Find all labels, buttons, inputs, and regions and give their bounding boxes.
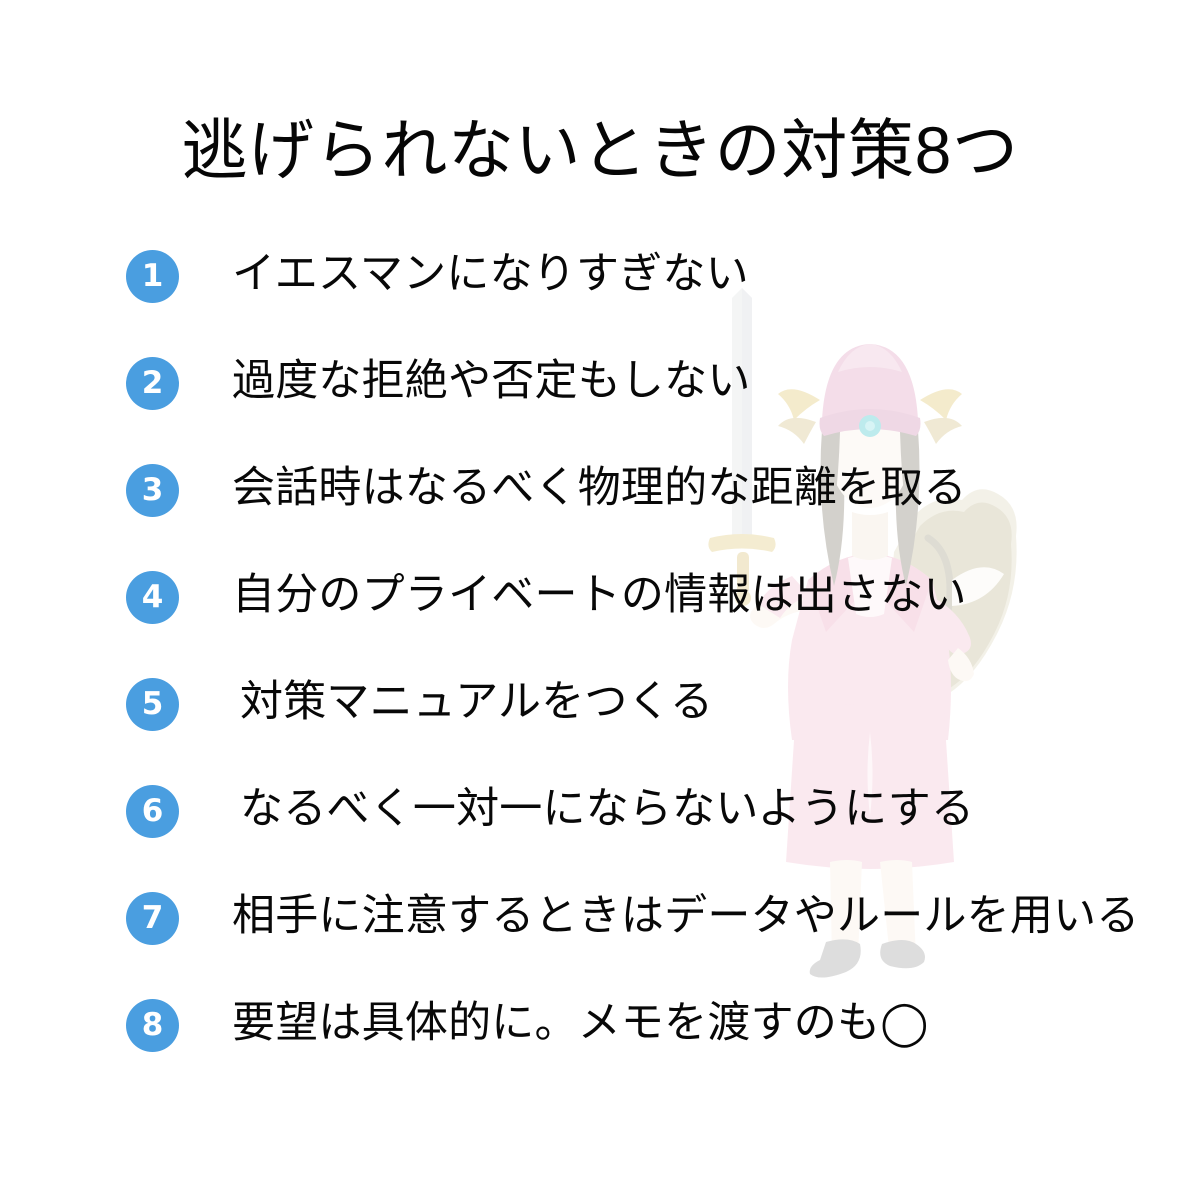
list-item-number-badge: 1 — [126, 250, 179, 303]
list-item-label: 相手に注意するときはデータやルールを用いる — [232, 892, 1140, 940]
list-item-label: 自分のプライベートの情報は出さない — [232, 571, 967, 619]
list-item-label: 要望は具体的に。メモを渡すのも◯ — [232, 999, 929, 1047]
list-item-number-badge: 2 — [126, 357, 179, 410]
list-item: 1 イエスマンになりすぎない — [0, 244, 1200, 351]
list-item: 2 過度な拒絶や否定もしない — [0, 351, 1200, 458]
list-item-number-badge: 6 — [126, 785, 179, 838]
list-item: 8 要望は具体的に。メモを渡すのも◯ — [0, 993, 1200, 1100]
list-item-number-badge: 8 — [126, 999, 179, 1052]
list-item: 7 相手に注意するときはデータやルールを用いる — [0, 886, 1200, 993]
list-item-number-badge: 7 — [126, 892, 179, 945]
list-item: 6 なるべく一対一にならないようにする — [0, 779, 1200, 886]
list-item-number-badge: 4 — [126, 571, 179, 624]
list-item-label: なるべく一対一にならないようにする — [240, 785, 975, 833]
page-title: 逃げられないときの対策8つ — [181, 113, 1019, 188]
list-item: 4 自分のプライベートの情報は出さない — [0, 565, 1200, 672]
list-item-label: 会話時はなるべく物理的な距離を取る — [232, 464, 967, 512]
list-item-label: イエスマンになりすぎない — [232, 250, 749, 298]
measures-list: 1 イエスマンになりすぎない 2 過度な拒絶や否定もしない 3 会話時はなるべく… — [0, 244, 1200, 1100]
list-item: 3 会話時はなるべく物理的な距離を取る — [0, 458, 1200, 565]
list-item-label: 対策マニュアルをつくる — [240, 678, 714, 726]
list-item: 5 対策マニュアルをつくる — [0, 672, 1200, 779]
list-item-label: 過度な拒絶や否定もしない — [232, 357, 751, 405]
list-item-number-badge: 3 — [126, 464, 179, 517]
list-item-number-badge: 5 — [126, 678, 179, 731]
